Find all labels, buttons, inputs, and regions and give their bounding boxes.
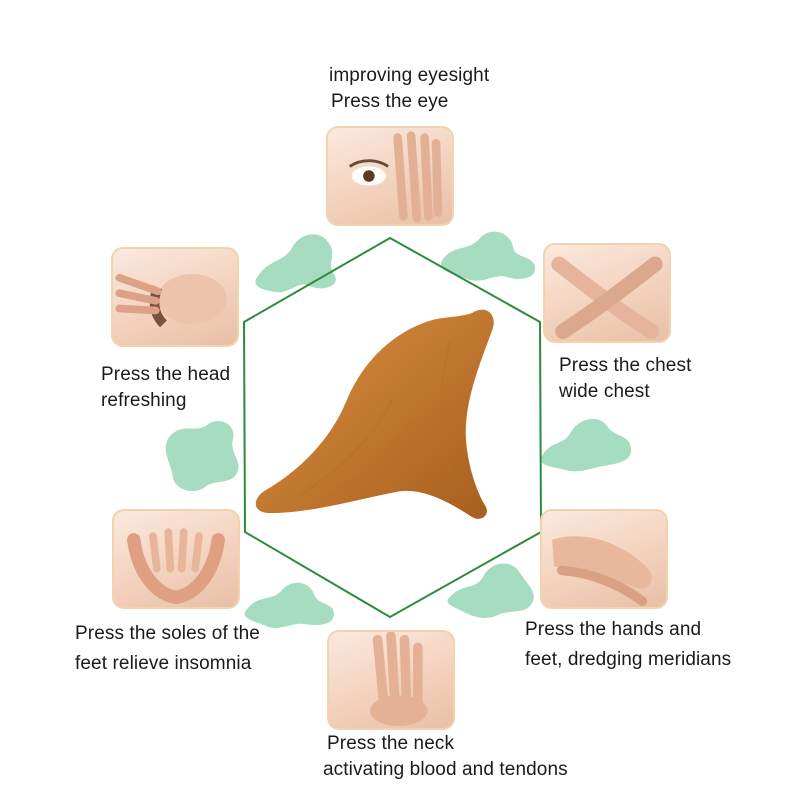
hexagon-outline: [242, 236, 543, 619]
face-icon: [348, 131, 443, 223]
head-massage-photo: [111, 247, 239, 347]
label-chest-line2: wide chest: [559, 381, 650, 402]
label-chest: Press the chest wide chest: [559, 353, 691, 405]
label-soles-line2: feet relieve insomnia: [75, 653, 252, 674]
splash-icon: [540, 418, 632, 472]
label-eye-line2: Press the eye: [331, 91, 449, 112]
feet-photo: [540, 509, 668, 609]
label-hands-line2: feet, dredging meridians: [525, 649, 732, 670]
label-soles: Press the soles of the feet relieve inso…: [75, 619, 260, 679]
label-neck-line1: Press the neck: [327, 733, 455, 754]
splash-icon: [255, 234, 336, 293]
label-hands: Press the hands and feet, dredging merid…: [525, 615, 731, 675]
splash-icon: [447, 563, 534, 618]
label-head: Press the head refreshing: [101, 362, 230, 414]
label-head-line1: Press the head: [101, 364, 231, 385]
label-eye-line1: improving eyesight: [329, 65, 490, 86]
label-eye: improving eyesight Press the eye: [329, 63, 489, 115]
wooden-triangle-massage-tool: [255, 309, 494, 519]
neck-hand-photo: [327, 630, 455, 730]
label-chest-line1: Press the chest: [559, 355, 692, 376]
eyes-hands-photo: [326, 126, 454, 226]
label-neck: Press the neck activating blood and tend…: [323, 731, 568, 783]
cupped-hands-photo: [112, 509, 240, 609]
label-head-line2: refreshing: [101, 390, 187, 411]
hand-icon: [369, 632, 428, 727]
splash-icon: [165, 420, 239, 492]
label-soles-line1: Press the soles of the: [75, 623, 260, 644]
head-icon: [115, 273, 227, 328]
label-neck-line2: activating blood and tendons: [323, 759, 568, 780]
crossed-arms-photo: [543, 243, 671, 343]
splash-icon: [440, 231, 536, 281]
cupped-hands-icon: [127, 528, 225, 605]
foot-icon: [552, 536, 652, 607]
splash-icon: [244, 582, 334, 628]
label-hands-line1: Press the hands and: [525, 619, 702, 640]
arms-icon: [551, 256, 663, 340]
